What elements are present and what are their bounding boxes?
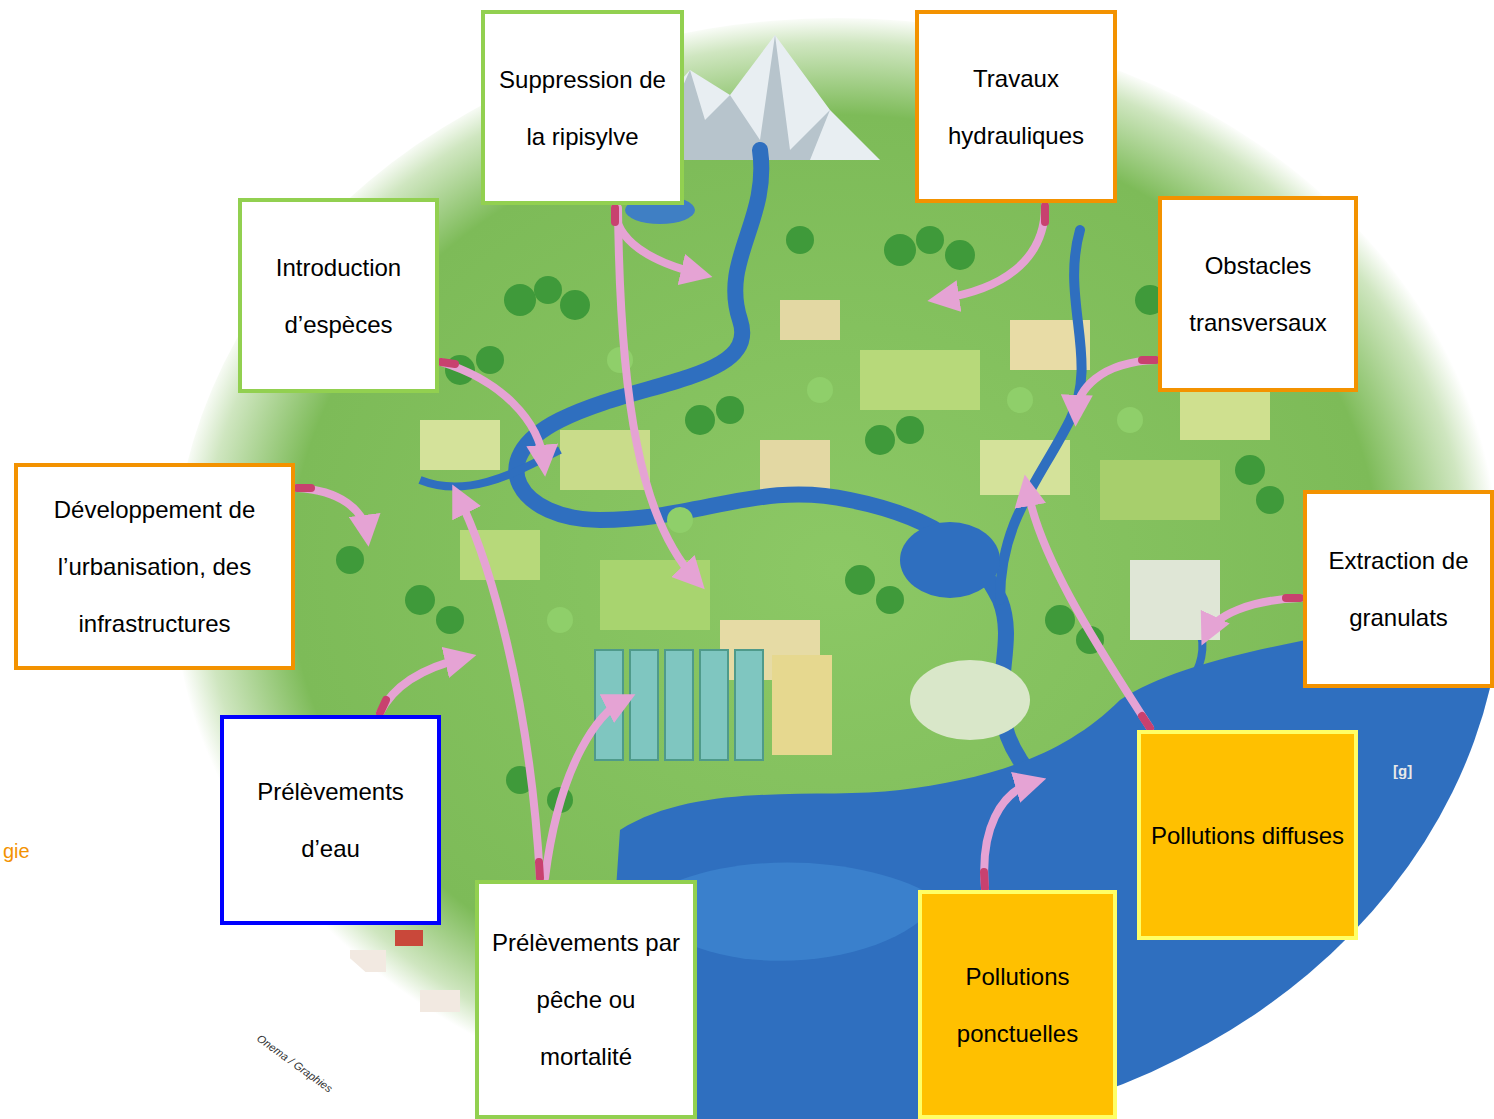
illustration-mark: [g] — [1393, 762, 1412, 779]
impact-box: Introduction d’espèces — [238, 198, 439, 393]
impact-box: Pollutions diffuses — [1137, 730, 1358, 940]
box-text: Développement de l’urbanisation, des inf… — [28, 481, 281, 652]
impact-box: Extraction de granulats — [1303, 490, 1494, 688]
impact-box: Obstacles transversaux — [1158, 196, 1358, 392]
impact-box: Prélèvements par pêche ou mortalité — [475, 880, 697, 1119]
impact-box: Prélèvements d’eau — [220, 715, 441, 925]
box-text: Introduction d’espèces — [252, 239, 425, 353]
impact-box: Suppression de la ripisylve — [481, 10, 684, 205]
box-text: Pollutions diffuses — [1151, 807, 1344, 864]
cut-off-text: gie — [3, 840, 30, 863]
box-text: Extraction de granulats — [1317, 532, 1480, 646]
impact-box: Pollutions ponctuelles — [918, 890, 1117, 1119]
impact-box: Développement de l’urbanisation, des inf… — [14, 463, 295, 670]
box-text: Travaux hydrauliques — [929, 50, 1103, 164]
box-text: Obstacles transversaux — [1172, 237, 1344, 351]
impact-box: Travaux hydrauliques — [915, 10, 1117, 203]
credit-text: Onema / Graphies — [255, 1032, 335, 1095]
box-text: Prélèvements d’eau — [234, 763, 427, 877]
box-text: Prélèvements par pêche ou mortalité — [489, 914, 683, 1085]
box-text: Pollutions ponctuelles — [932, 948, 1103, 1062]
box-text: Suppression de la ripisylve — [495, 51, 670, 165]
